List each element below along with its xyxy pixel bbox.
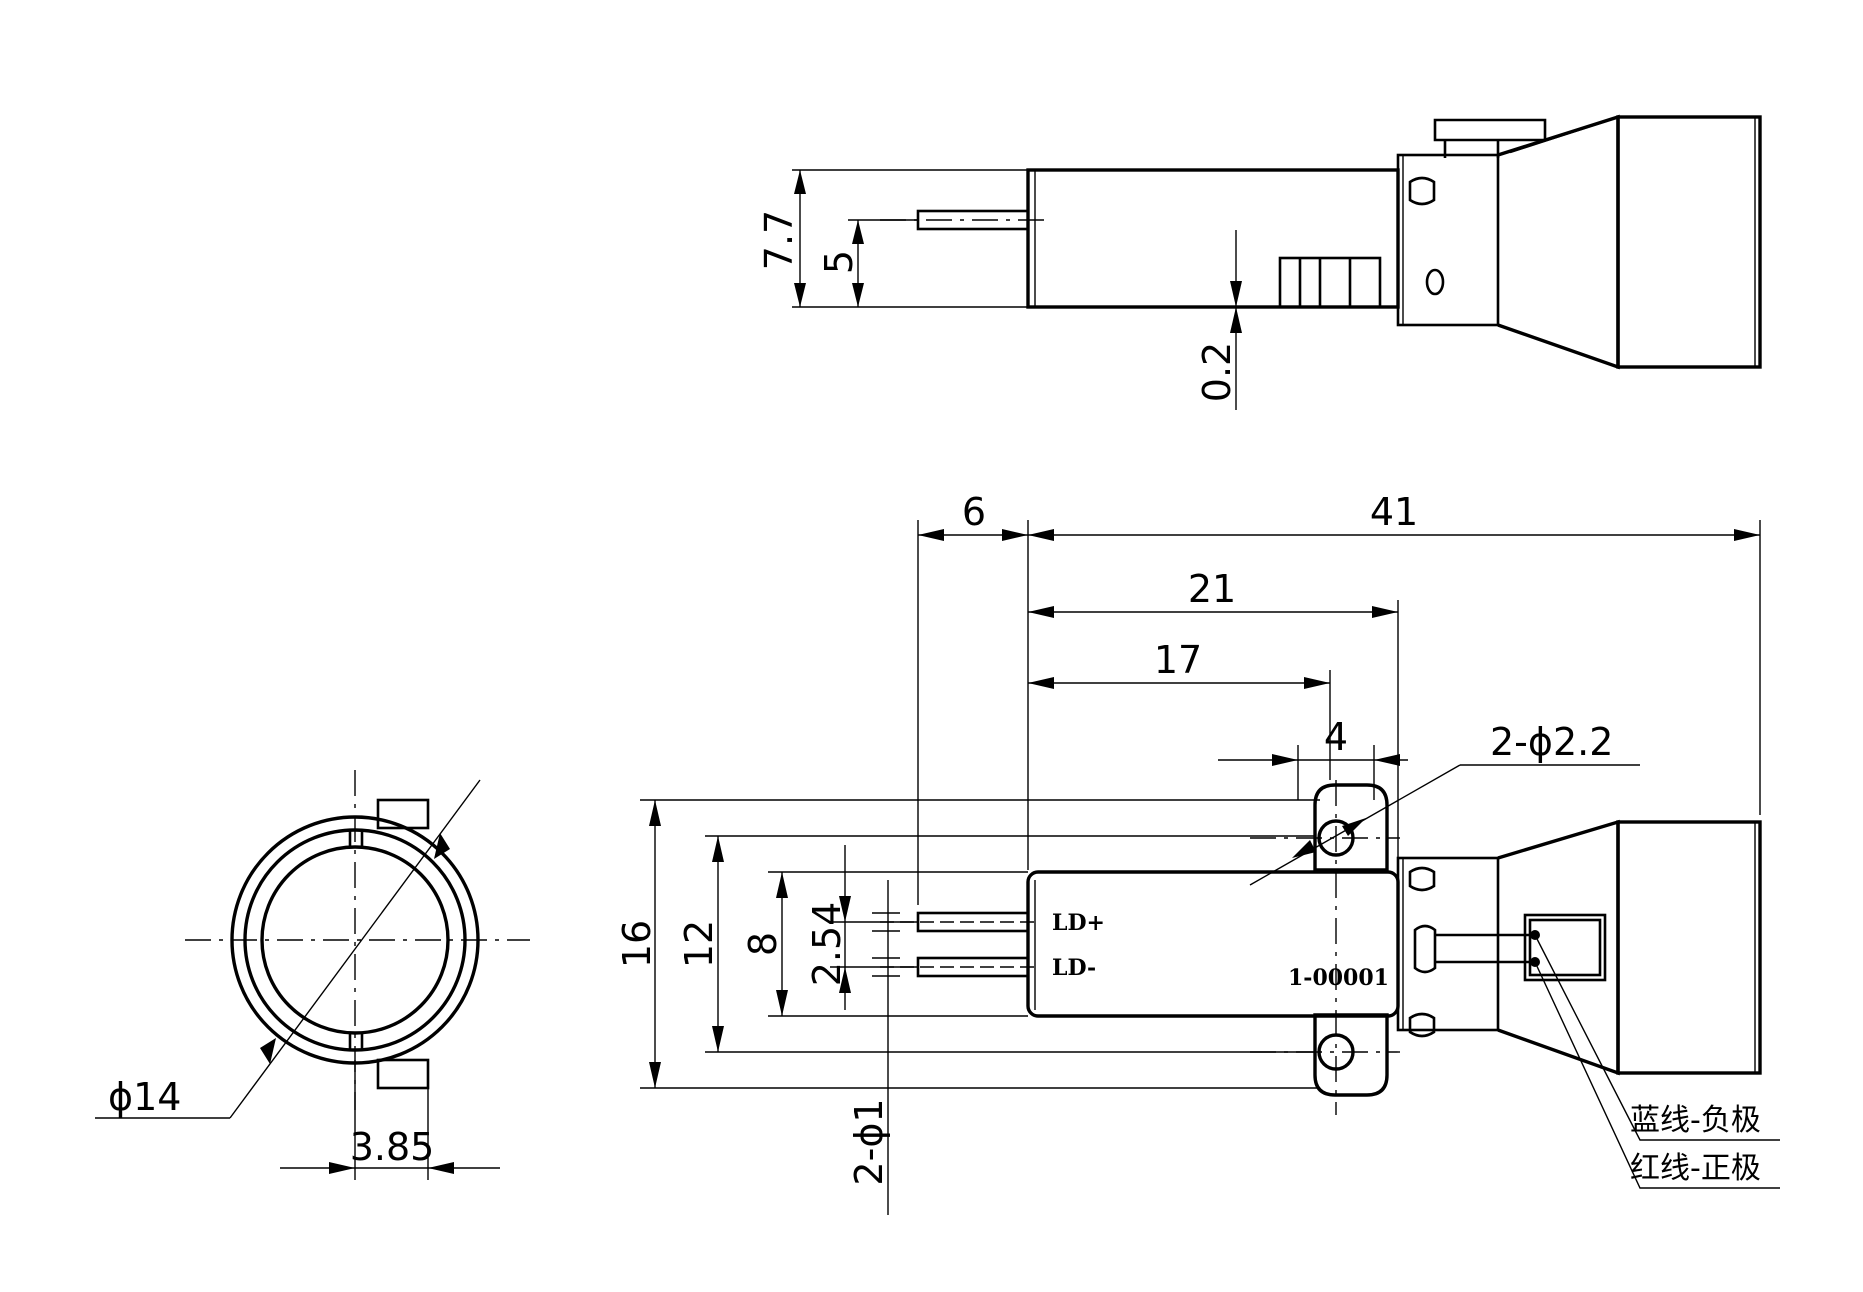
dim-6: 6 xyxy=(962,490,986,534)
dim-17: 17 xyxy=(1154,638,1202,682)
dim-21: 21 xyxy=(1188,567,1236,611)
dim-16: 16 xyxy=(615,920,659,968)
dim-12: 12 xyxy=(677,920,721,968)
dim-2-phi2-2: 2-ϕ2.2 xyxy=(1490,720,1613,764)
dim-phi14: ϕ14 xyxy=(108,1075,181,1119)
dim-7-7: 7.7 xyxy=(757,210,801,270)
label-red-wire-positive: 红线-正极 xyxy=(1630,1151,1761,1186)
dim-3-85: 3.85 xyxy=(350,1125,435,1169)
dim-0-2: 0.2 xyxy=(1195,342,1239,402)
label-ld-plus: LD+ xyxy=(1052,910,1105,936)
dim-2-54: 2.54 xyxy=(805,902,849,987)
label-ld-minus: LD- xyxy=(1052,955,1096,981)
plan-view: LD+ LD- 1-00001 蓝线-负极 红线-正极 xyxy=(615,490,1780,1215)
top-view: 7.7 5 0.2 xyxy=(757,114,1762,410)
label-blue-wire-negative: 蓝线-负极 xyxy=(1630,1103,1761,1138)
dim-8: 8 xyxy=(741,932,785,956)
dim-2-phi1: 2-ϕ1 xyxy=(847,1098,891,1185)
dim-41: 41 xyxy=(1370,490,1418,534)
label-part-number: 1-00001 xyxy=(1288,965,1389,991)
dim-4: 4 xyxy=(1324,715,1348,759)
dim-5: 5 xyxy=(817,250,861,274)
end-view: ϕ14 3.85 xyxy=(95,770,530,1180)
